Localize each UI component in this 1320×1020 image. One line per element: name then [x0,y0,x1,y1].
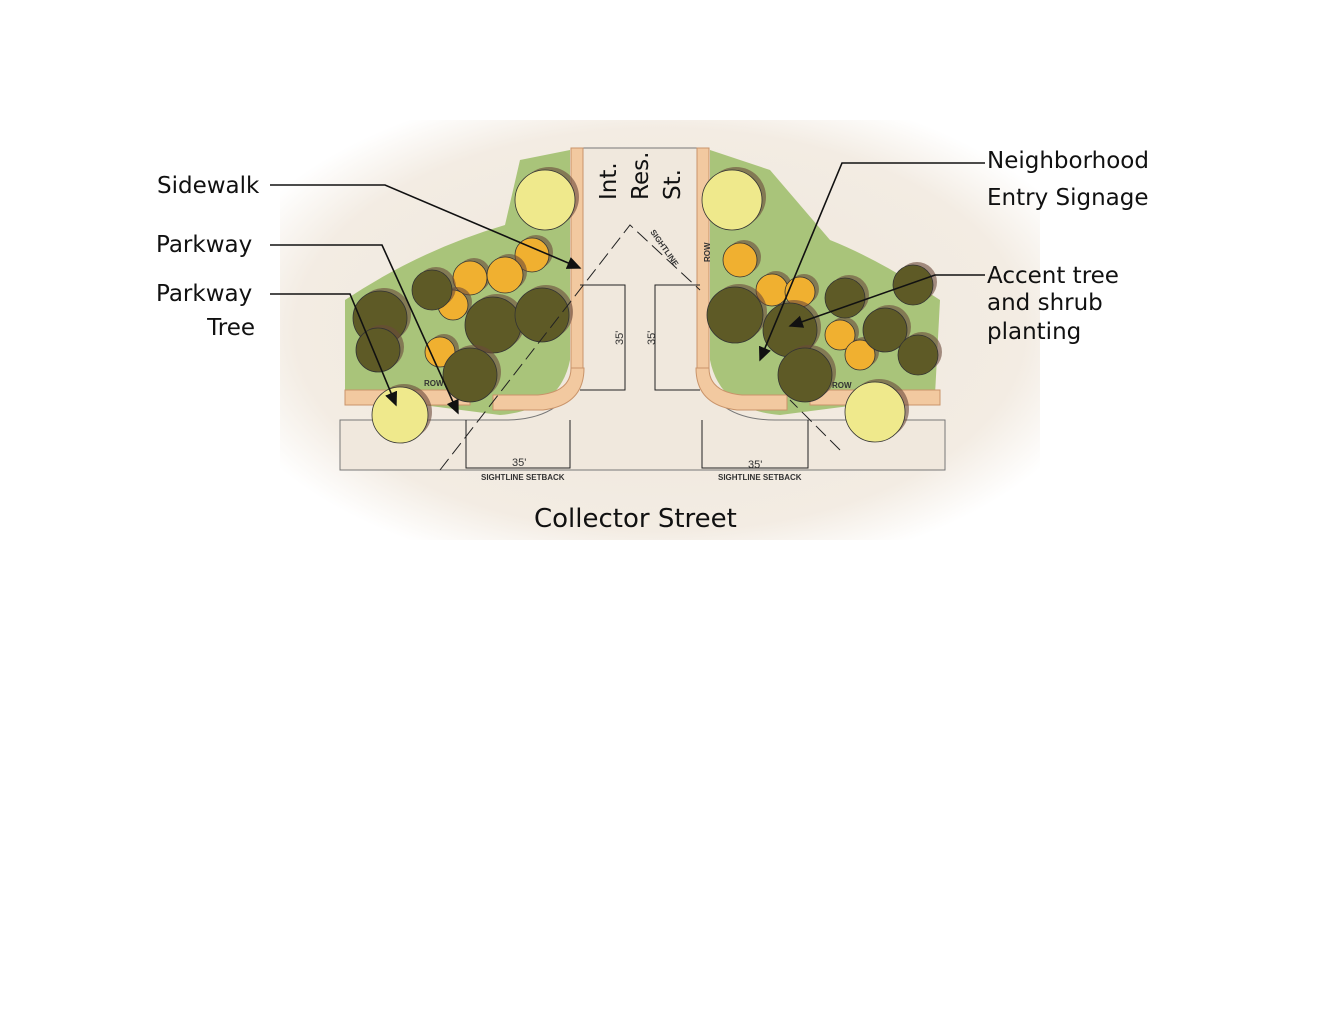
shade-tree-icon [355,327,401,373]
callout-parkway-tree-1: Parkway [156,281,252,307]
callout-accent-planting-3: planting [987,319,1081,345]
shade-tree-icon [706,286,764,344]
shade-tree-icon [464,296,522,354]
dim-setback-right: 35' [748,459,762,471]
setback-label-left: SIGHTLINE SETBACK [481,473,565,482]
dim-setback-left: 35' [512,457,526,469]
parkway-tree-icon [701,169,763,231]
accent-tree-icon [824,319,856,351]
callout-entry-signage-1: Neighborhood [987,148,1149,174]
side-street-label-1: Int. [596,162,622,200]
dim-vertical-right: 35' [646,331,658,345]
callout-sidewalk: Sidewalk [157,173,260,199]
shade-tree-icon [897,334,939,376]
shade-tree-icon [514,287,570,343]
callout-entry-signage-2: Entry Signage [987,185,1149,211]
dim-vertical-left: 35' [614,331,626,345]
callout-accent-planting-1: Accent tree [987,263,1119,289]
leader-lines [270,162,985,415]
side-street-label-2: Res. [628,152,654,200]
row-label-left: ROW [424,379,444,388]
row-label-top: ROW [703,242,712,262]
accent-tree-icon [722,242,758,278]
parkway-tree-icon [514,169,576,231]
row-label-right: ROW [832,381,852,390]
collector-street-label: Collector Street [534,504,737,534]
accent-tree-icon [844,339,876,371]
shade-tree-icon [777,347,833,403]
shade-tree-icon [824,277,866,319]
shade-tree-icon [892,264,934,306]
parkway-tree-icon [844,381,906,443]
shade-tree-icon [862,307,908,353]
accent-tree-icon [486,256,524,294]
callout-parkway-tree-2: Tree [206,315,255,341]
setback-label-right: SIGHTLINE SETBACK [718,473,802,482]
side-street-label-3: St. [660,169,686,200]
shade-tree-icon [411,269,453,311]
dimension-lines [439,224,841,471]
shade-tree-icon [442,347,498,403]
callout-accent-planting-2: and shrub [987,290,1103,316]
callout-parkway: Parkway [156,232,252,258]
parkway-tree-icon [371,386,429,444]
